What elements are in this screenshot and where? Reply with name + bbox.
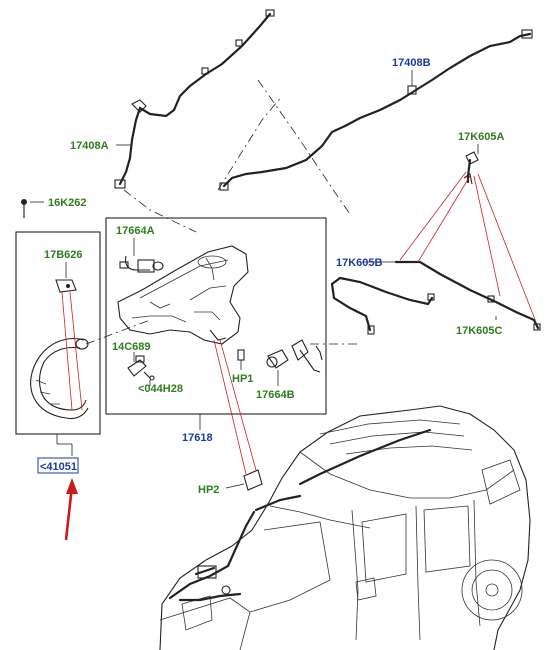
clip-HP1 <box>237 349 245 370</box>
callout-arrow <box>64 478 78 541</box>
hose-17K605 <box>330 144 541 335</box>
label-17618: 17618 <box>182 432 213 444</box>
washer-hose <box>30 338 89 420</box>
label-17664A: 17664A <box>116 225 155 237</box>
label-HP2: HP2 <box>198 484 219 496</box>
label-14C689: 14C689 <box>112 341 151 353</box>
sensor-14C689 <box>127 352 155 386</box>
label-17K605A: 17K605A <box>458 131 505 143</box>
washer-reservoir <box>117 245 249 345</box>
label-41051[interactable]: <41051 <box>40 461 77 473</box>
pump-17664A <box>119 238 164 273</box>
harness-17408B <box>219 29 533 191</box>
label-17408A: 17408A <box>70 140 109 152</box>
reservoir-detail-box <box>105 217 327 415</box>
left-detail-box <box>15 231 101 435</box>
label-16K262: 16K262 <box>48 197 87 209</box>
pump-17664B <box>266 339 323 386</box>
clip-17B626 <box>55 262 83 411</box>
vehicle-outline <box>159 405 531 650</box>
label-17K605C: 17K605C <box>456 325 503 337</box>
label-17408B: 17408B <box>392 57 431 69</box>
label-044H28: <044H28 <box>138 383 183 395</box>
callout-41051-box[interactable] <box>37 457 79 474</box>
harness-17408A <box>114 9 275 189</box>
label-17K605B: 17K605B <box>336 257 383 269</box>
bolt-16K262 <box>21 199 44 218</box>
label-17B626: 17B626 <box>44 249 83 261</box>
label-HP1: HP1 <box>232 373 253 385</box>
label-17664B: 17664B <box>256 389 295 401</box>
clip-HP2 <box>213 339 263 491</box>
